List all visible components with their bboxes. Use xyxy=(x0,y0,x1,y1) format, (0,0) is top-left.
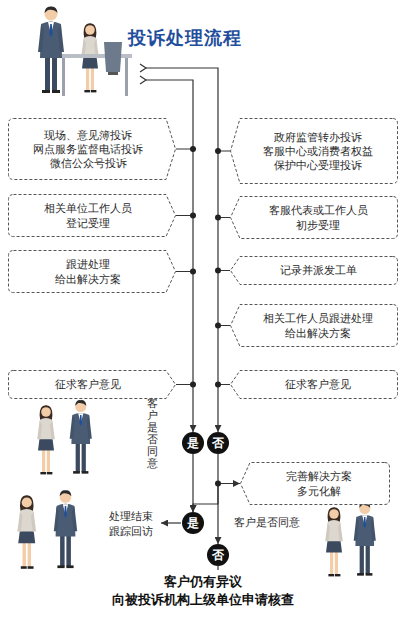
flow-connector xyxy=(192,454,193,512)
node-text: 客服代表或工作人员 初步受理 xyxy=(246,203,390,231)
junction-dot xyxy=(190,269,196,275)
step-box: 完善解决方案 多元化解 xyxy=(240,462,390,505)
final-note: 客户仍有异议 向被投诉机构上级单位申请核查 xyxy=(93,573,313,608)
node-text: 否 xyxy=(212,437,224,449)
dashed-outline xyxy=(231,305,398,347)
dashed-outline xyxy=(9,195,176,237)
dashed-outline xyxy=(231,371,398,399)
people-figure xyxy=(325,502,376,576)
flow-connector xyxy=(193,484,240,513)
node-text: 现场、意见簿投诉 网点服务监督电话投诉 微信公众号投诉 xyxy=(16,128,160,171)
flow-label: 处理结束 跟踪回访 xyxy=(104,510,158,540)
dashed-outline xyxy=(9,251,176,293)
node-text: 相关工作人员跟进处理 给出解决方案 xyxy=(246,311,390,339)
step-box: 政府监管转办投诉 客服中心或消费者权益 保护中心受理投诉 xyxy=(230,118,398,184)
step-box: 跟进处理 给出解决方案 xyxy=(8,250,176,293)
junction-dot xyxy=(215,481,221,487)
step-box: 相关单位工作人员 登记受理 xyxy=(8,194,176,237)
handshake-figure xyxy=(17,490,77,569)
flow-connector xyxy=(218,218,230,271)
decision-circle: 是 xyxy=(182,432,204,454)
dashed-outline xyxy=(231,197,398,239)
step-box: 征求客户意见 xyxy=(8,370,176,399)
step-box: 相关工作人员跟进处理 给出解决方案 xyxy=(230,304,398,347)
office-scene xyxy=(38,6,132,96)
node-text: 征求客户意见 xyxy=(55,377,121,391)
flow-connector xyxy=(218,326,230,385)
flow-connector xyxy=(176,216,193,272)
node-text: 否 xyxy=(212,549,224,561)
node-text: 政府监管转办投诉 客服中心或消费者权益 保护中心受理投诉 xyxy=(246,130,390,173)
flow-connector xyxy=(218,484,240,545)
step-box: 客服代表或工作人员 初步受理 xyxy=(230,196,398,239)
dashed-outline xyxy=(9,371,176,399)
flow-label: 客户是否同意 xyxy=(147,398,158,471)
diagram-title: 投诉处理流程 xyxy=(128,26,242,50)
flow-label: 客户是否同意 xyxy=(234,516,324,531)
box-outline xyxy=(240,462,390,505)
flow-connector xyxy=(176,272,193,385)
junction-dot xyxy=(215,323,221,329)
junction-dot xyxy=(190,213,196,219)
flow-connector xyxy=(218,385,230,433)
junction-dot xyxy=(215,268,221,274)
node-text: 是 xyxy=(187,437,199,449)
flow-connector xyxy=(218,151,230,218)
decision-circle: 否 xyxy=(207,432,229,454)
box-outline xyxy=(230,196,398,239)
node-text: 跟进处理 给出解决方案 xyxy=(16,257,160,285)
box-outline xyxy=(8,194,176,237)
junction-dot xyxy=(215,215,221,221)
final-line xyxy=(217,566,218,570)
decision-circle: 是 xyxy=(182,512,204,534)
flow-connector xyxy=(218,454,240,484)
node-text: 相关单位工作人员 登记受理 xyxy=(16,201,160,229)
end-arrow xyxy=(161,522,181,523)
node-text: 征求客户意见 xyxy=(285,377,351,391)
step-box: 征求客户意见 xyxy=(230,370,398,399)
dashed-outline xyxy=(241,463,390,505)
dashed-outline xyxy=(231,119,398,184)
flow-connector xyxy=(218,271,230,326)
node-text: 是 xyxy=(187,517,199,529)
people-figure xyxy=(37,400,92,474)
box-outline xyxy=(8,250,176,293)
flow-connector xyxy=(176,385,193,433)
node-text: 记录并派发工单 xyxy=(280,263,357,277)
box-outline xyxy=(230,304,398,347)
node-text: 完善解决方案 多元化解 xyxy=(256,469,382,497)
dashed-outline xyxy=(9,119,176,180)
dashed-outline xyxy=(231,257,398,285)
decision-circle: 否 xyxy=(207,544,229,566)
junction-dot xyxy=(215,148,221,154)
step-box: 记录并派发工单 xyxy=(230,256,398,285)
junction-dot xyxy=(215,382,221,388)
flow-connector xyxy=(176,149,193,216)
junction-dot xyxy=(190,382,196,388)
step-box: 现场、意见簿投诉 网点服务监督电话投诉 微信公众号投诉 xyxy=(8,118,176,180)
junction-dot xyxy=(190,146,196,152)
